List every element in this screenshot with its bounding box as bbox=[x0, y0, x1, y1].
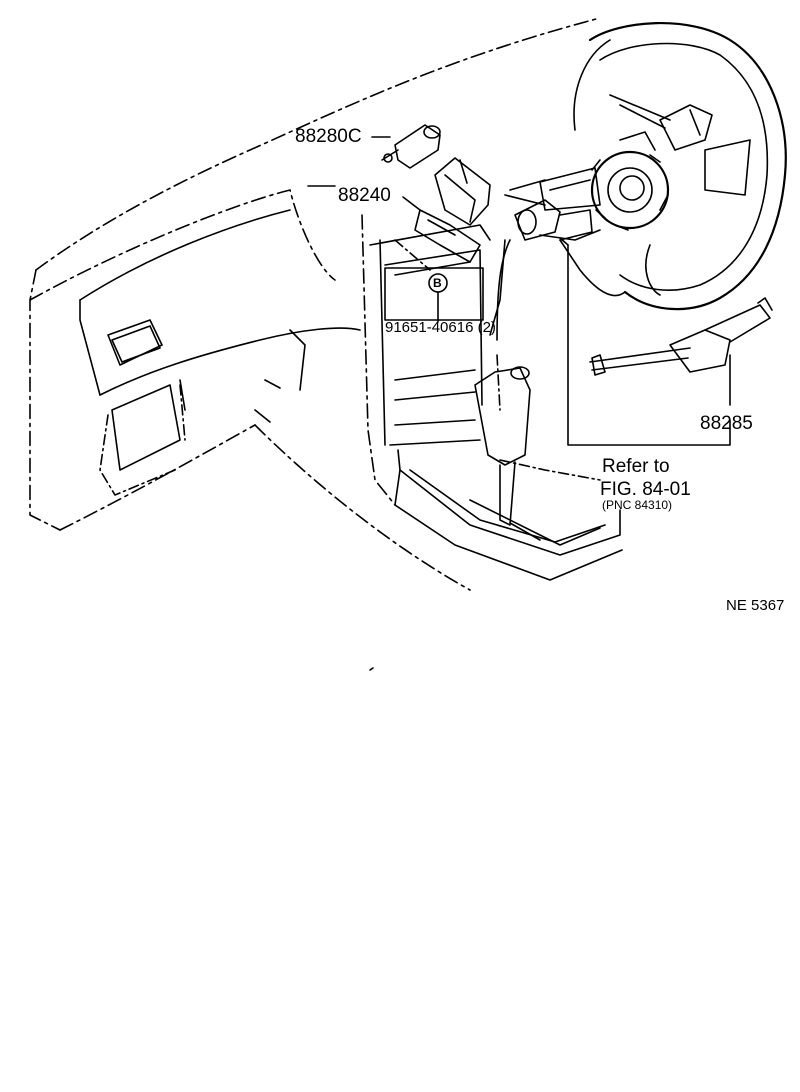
center-console bbox=[361, 214, 623, 581]
leader-lines bbox=[307, 136, 731, 446]
label-88240: 88240 bbox=[338, 185, 391, 206]
steering-wheel bbox=[559, 21, 787, 311]
part-88240-icon bbox=[414, 157, 491, 263]
refer-text-line2: FIG. 84-01 bbox=[600, 479, 691, 500]
left-vent bbox=[107, 319, 163, 366]
callout-b-label: B bbox=[433, 276, 442, 290]
shift-lever bbox=[474, 366, 541, 541]
part-88285-icon bbox=[589, 297, 773, 376]
label-88285: 88285 bbox=[700, 413, 753, 434]
label-bolt: 91651-40616 (2) bbox=[385, 319, 496, 336]
part-88280c-icon bbox=[381, 124, 441, 169]
column-assembly bbox=[504, 131, 670, 241]
glovebox bbox=[99, 384, 186, 496]
callout-b-icon bbox=[428, 273, 448, 293]
label-88280c: 88280C bbox=[295, 126, 362, 147]
relay-icon bbox=[496, 199, 593, 341]
stray-mark bbox=[369, 667, 374, 671]
dashboard-outline bbox=[29, 17, 601, 591]
refer-text-line1: Refer to bbox=[602, 456, 670, 477]
figure-id: NE 5367 bbox=[726, 597, 785, 614]
refer-text-line3: (PNC 84310) bbox=[602, 498, 673, 512]
